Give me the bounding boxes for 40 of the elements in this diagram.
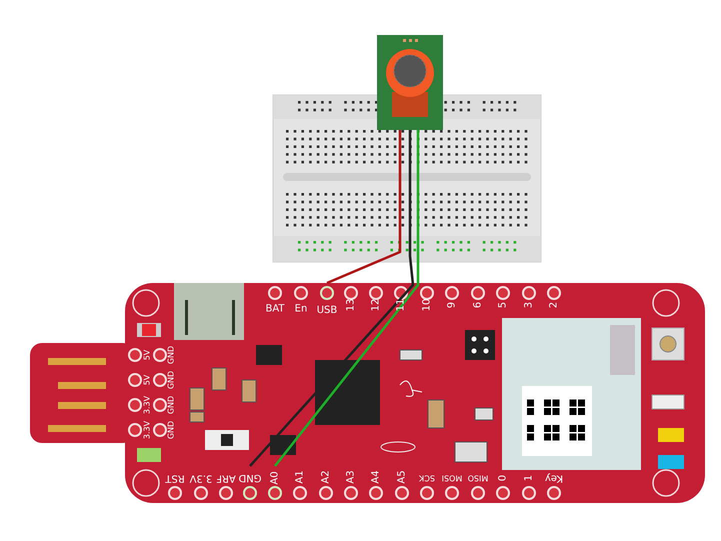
pin-label: 5V	[142, 350, 152, 360]
pin-label: 11	[396, 298, 406, 312]
wire	[326, 130, 402, 284]
pin-label: GND	[166, 420, 176, 440]
pin-label: 9	[446, 302, 458, 308]
pin-label: A4	[370, 470, 382, 484]
pin-label: GND	[166, 370, 176, 390]
pin-label: 3.3V	[142, 396, 152, 414]
wire	[249, 130, 414, 467]
pin-label: MISO	[468, 472, 488, 484]
pin-label: 10	[422, 298, 432, 312]
gas-sensor-module	[377, 35, 443, 130]
pin-label: En	[294, 304, 308, 314]
pin-label: Key	[544, 472, 564, 484]
pin-label: MOSI	[442, 472, 462, 484]
pin-label: A1	[294, 470, 306, 484]
pin-label: SCK	[419, 472, 435, 484]
pin-label: A0	[270, 471, 280, 485]
pin-label: GND	[166, 396, 176, 414]
pin-label: 2	[548, 302, 560, 308]
pin-label: 13	[346, 298, 356, 312]
pin-label: 6	[472, 302, 484, 308]
pin-label: 3	[524, 302, 534, 308]
pin-label: 5	[498, 302, 508, 308]
pin-label: A2	[320, 470, 332, 484]
pin-label: A3	[346, 470, 356, 484]
pin-label: GND	[166, 346, 176, 364]
pin-label: 3.3V	[190, 472, 212, 484]
pin-label: 0	[498, 474, 508, 482]
pin-label: A5	[396, 470, 408, 484]
pin-label: 12	[370, 298, 382, 312]
pin-label: USB	[316, 305, 338, 316]
pin-label: 3.3V	[142, 420, 152, 440]
pin-label: GND	[238, 472, 262, 483]
pin-label: 1	[524, 474, 534, 482]
wire	[274, 130, 420, 467]
pin-label: 5V	[142, 374, 152, 386]
pin-label: RST	[165, 472, 185, 484]
pin-label: ARF	[216, 472, 236, 484]
pin-label: BAT	[265, 304, 285, 314]
